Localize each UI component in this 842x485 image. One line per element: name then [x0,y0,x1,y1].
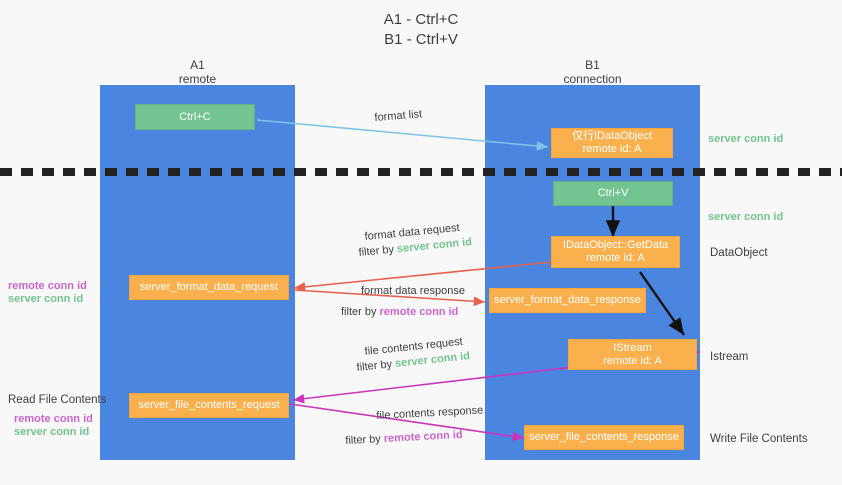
label-write-file-contents: Write File Contents [710,433,808,445]
label-server-conn-id-right-2: server conn id [708,211,784,223]
lane-a1-sub: remote [178,72,217,86]
node-ctrl-v-label: Ctrl+V [597,187,629,199]
dashed-divider [0,168,842,176]
node-ctrl-c[interactable]: Ctrl+C [135,104,255,130]
label-server-conn-id-left-1: server conn id [8,293,84,305]
node-istream-sublabel: remote id: A [603,354,662,367]
node-idataobject[interactable]: 仅行IDataObject remote id: A [551,128,673,158]
node-istream[interactable]: IStream remote id: A [568,339,697,370]
label-server-conn-id-right-1: server conn id [708,133,784,145]
label-dataobject: DataObject [710,247,768,259]
filter-value-remote-conn-id: remote conn id [383,428,463,445]
filter-prefix: filter by [341,306,380,318]
node-idataobject-sublabel: remote id: A [582,143,642,155]
filter-value-remote-conn-id: remote conn id [379,306,459,318]
node-idataobject-label: 仅行IDataObject [571,130,653,142]
node-server-format-data-request[interactable]: server_format_data_request [129,275,289,300]
annotation-format-list: format list [374,108,423,124]
node-getdata-sublabel: remote id: A [586,252,645,264]
node-server-file-contents-request[interactable]: server_file_contents_request [129,393,289,418]
lane-b1-header: B1 connection [485,58,700,86]
annotation-format-data-response: format data response [361,285,465,297]
label-remote-conn-id-left-1: remote conn id [8,280,87,292]
lane-b1-name: B1 [585,58,600,72]
label-istream: Istream [710,351,749,363]
node-server-format-data-response[interactable]: server_format_data_response [489,288,646,313]
node-idataobject-getdata[interactable]: IDataObject::GetData remote id: A [551,236,680,268]
filter-prefix: filter by [345,432,385,447]
title-line-2: B1 - Ctrl+V [384,31,458,48]
node-server-file-contents-request-label: server_file_contents_request [138,399,280,411]
label-server-conn-id-left-2: server conn id [14,426,90,438]
node-server-file-contents-response-label: server_file_contents_response [529,431,679,443]
filter-prefix: filter by [356,357,396,374]
title-line-1: A1 - Ctrl+C [383,11,459,28]
node-getdata-label: IDataObject::GetData [562,239,669,251]
lane-a1-name: A1 [190,58,205,72]
lane-a1-header: A1 remote [100,58,295,86]
node-ctrl-c-label: Ctrl+C [179,110,211,123]
node-server-format-data-request-label: server_format_data_request [139,281,279,293]
label-read-file-contents: Read File Contents [8,394,107,406]
node-server-file-contents-response[interactable]: server_file_contents_response [524,425,684,450]
label-remote-conn-id-left-2: remote conn id [14,413,93,425]
lane-b1-sub: connection [563,72,622,86]
node-ctrl-v[interactable]: Ctrl+V [553,181,673,206]
annotation-file-contents-response-filter: filter by remote conn id [345,428,463,448]
filter-prefix: filter by [358,243,398,259]
page-title: A1 - Ctrl+C B1 - Ctrl+V [0,10,842,50]
annotation-file-contents-response: file contents response [376,404,484,422]
node-istream-label: IStream [613,341,652,354]
node-server-format-data-response-label: server_format_data_response [494,294,641,306]
annotation-format-data-response-filter: filter by remote conn id [341,305,458,319]
